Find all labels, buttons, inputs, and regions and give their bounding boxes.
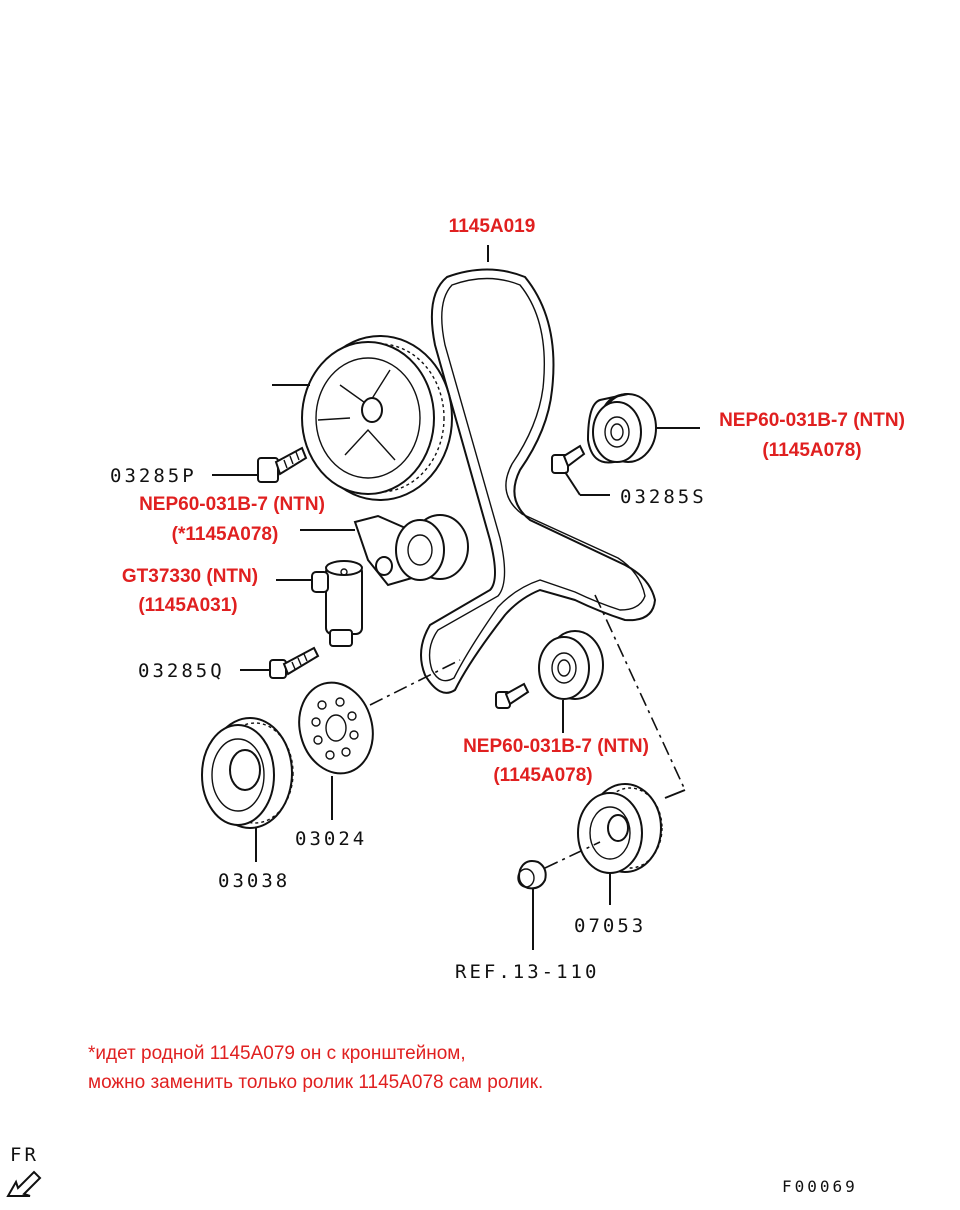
bolt-p-code: 03285P — [110, 465, 197, 487]
actuator-code: (1145A031) — [138, 595, 237, 616]
tensioner-pulley — [300, 514, 469, 587]
crank-sprocket-code: 03038 — [218, 870, 290, 892]
tensioner-code: (*1145A078) — [172, 524, 279, 545]
bolt-s-code: 03285S — [620, 486, 707, 508]
bolt-03285s — [551, 444, 610, 496]
front-label: FR — [10, 1144, 39, 1166]
pump-sprocket — [544, 783, 663, 905]
flange-plate — [298, 659, 461, 820]
timing-belt — [420, 245, 657, 694]
bushing — [517, 860, 547, 950]
crankshaft-sprocket — [201, 717, 294, 862]
plate-code: 03024 — [295, 828, 367, 850]
bolt-03285q — [240, 646, 320, 679]
front-direction-indicator: FR — [6, 1144, 42, 1197]
belt-part-number: 1145A019 — [449, 216, 536, 237]
tensioner-name: NEP60-031B-7 (NTN) — [139, 494, 325, 515]
bolt-q-code: 03285Q — [138, 660, 225, 682]
idler-pulley-bottom — [495, 594, 686, 799]
reference-code: REF.13-110 — [455, 961, 599, 983]
idler-top-name: NEP60-031B-7 (NTN) — [719, 410, 905, 431]
idler-pulley-top — [586, 393, 700, 464]
camshaft-sprocket — [272, 335, 453, 501]
note-line-1: *идет родной 1145A079 он с кронштейном, — [88, 1043, 466, 1064]
note-line-2: можно заменить только ролик 1145A078 сам… — [88, 1072, 543, 1093]
pump-sprocket-code: 07053 — [574, 915, 646, 937]
idler-bottom-code: (1145A078) — [493, 765, 592, 786]
auto-tensioner-actuator — [276, 560, 363, 647]
idler-bottom-name: NEP60-031B-7 (NTN) — [463, 736, 649, 757]
bolt-03285p — [212, 446, 308, 483]
figure-code: F00069 — [782, 1177, 858, 1196]
idler-top-code: (1145A078) — [762, 440, 861, 461]
front-arrow-icon — [6, 1170, 42, 1197]
actuator-name: GT37330 (NTN) — [122, 566, 258, 587]
